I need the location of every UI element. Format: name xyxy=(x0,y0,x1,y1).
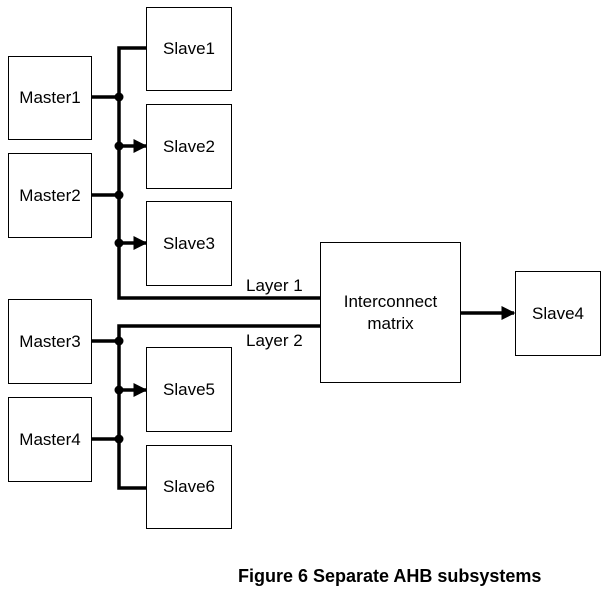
interconnect-label-line1: Interconnect xyxy=(343,291,438,311)
master4-box: Master4 xyxy=(8,397,92,482)
junction-dot xyxy=(114,385,124,395)
slave3-box: Slave3 xyxy=(146,201,232,286)
slave5-box: Slave5 xyxy=(146,347,232,432)
junction-dot xyxy=(114,336,124,346)
slave6-box: Slave6 xyxy=(146,445,232,529)
junction-dot xyxy=(114,434,124,444)
junction-dot xyxy=(114,190,124,200)
layer1-bus-line xyxy=(117,46,321,300)
layer2-label: Layer 2 xyxy=(246,331,303,350)
master2-box: Master2 xyxy=(8,153,92,238)
layer1-label: Layer 1 xyxy=(246,276,303,295)
interconnect-label-line2: matrix xyxy=(367,313,414,333)
interconnect-matrix-box: Interconnect matrix xyxy=(320,242,461,383)
junction-dot xyxy=(114,92,124,102)
junction-dot xyxy=(114,141,124,151)
slave1-box: Slave1 xyxy=(146,7,232,91)
slave4-box: Slave4 xyxy=(515,271,601,356)
layer2-bus-line xyxy=(117,324,321,490)
figure-caption: Figure 6 Separate AHB subsystems xyxy=(238,566,542,586)
junction-dot xyxy=(114,238,124,248)
master1-box: Master1 xyxy=(8,56,92,140)
master3-box: Master3 xyxy=(8,299,92,384)
slave2-box: Slave2 xyxy=(146,104,232,189)
